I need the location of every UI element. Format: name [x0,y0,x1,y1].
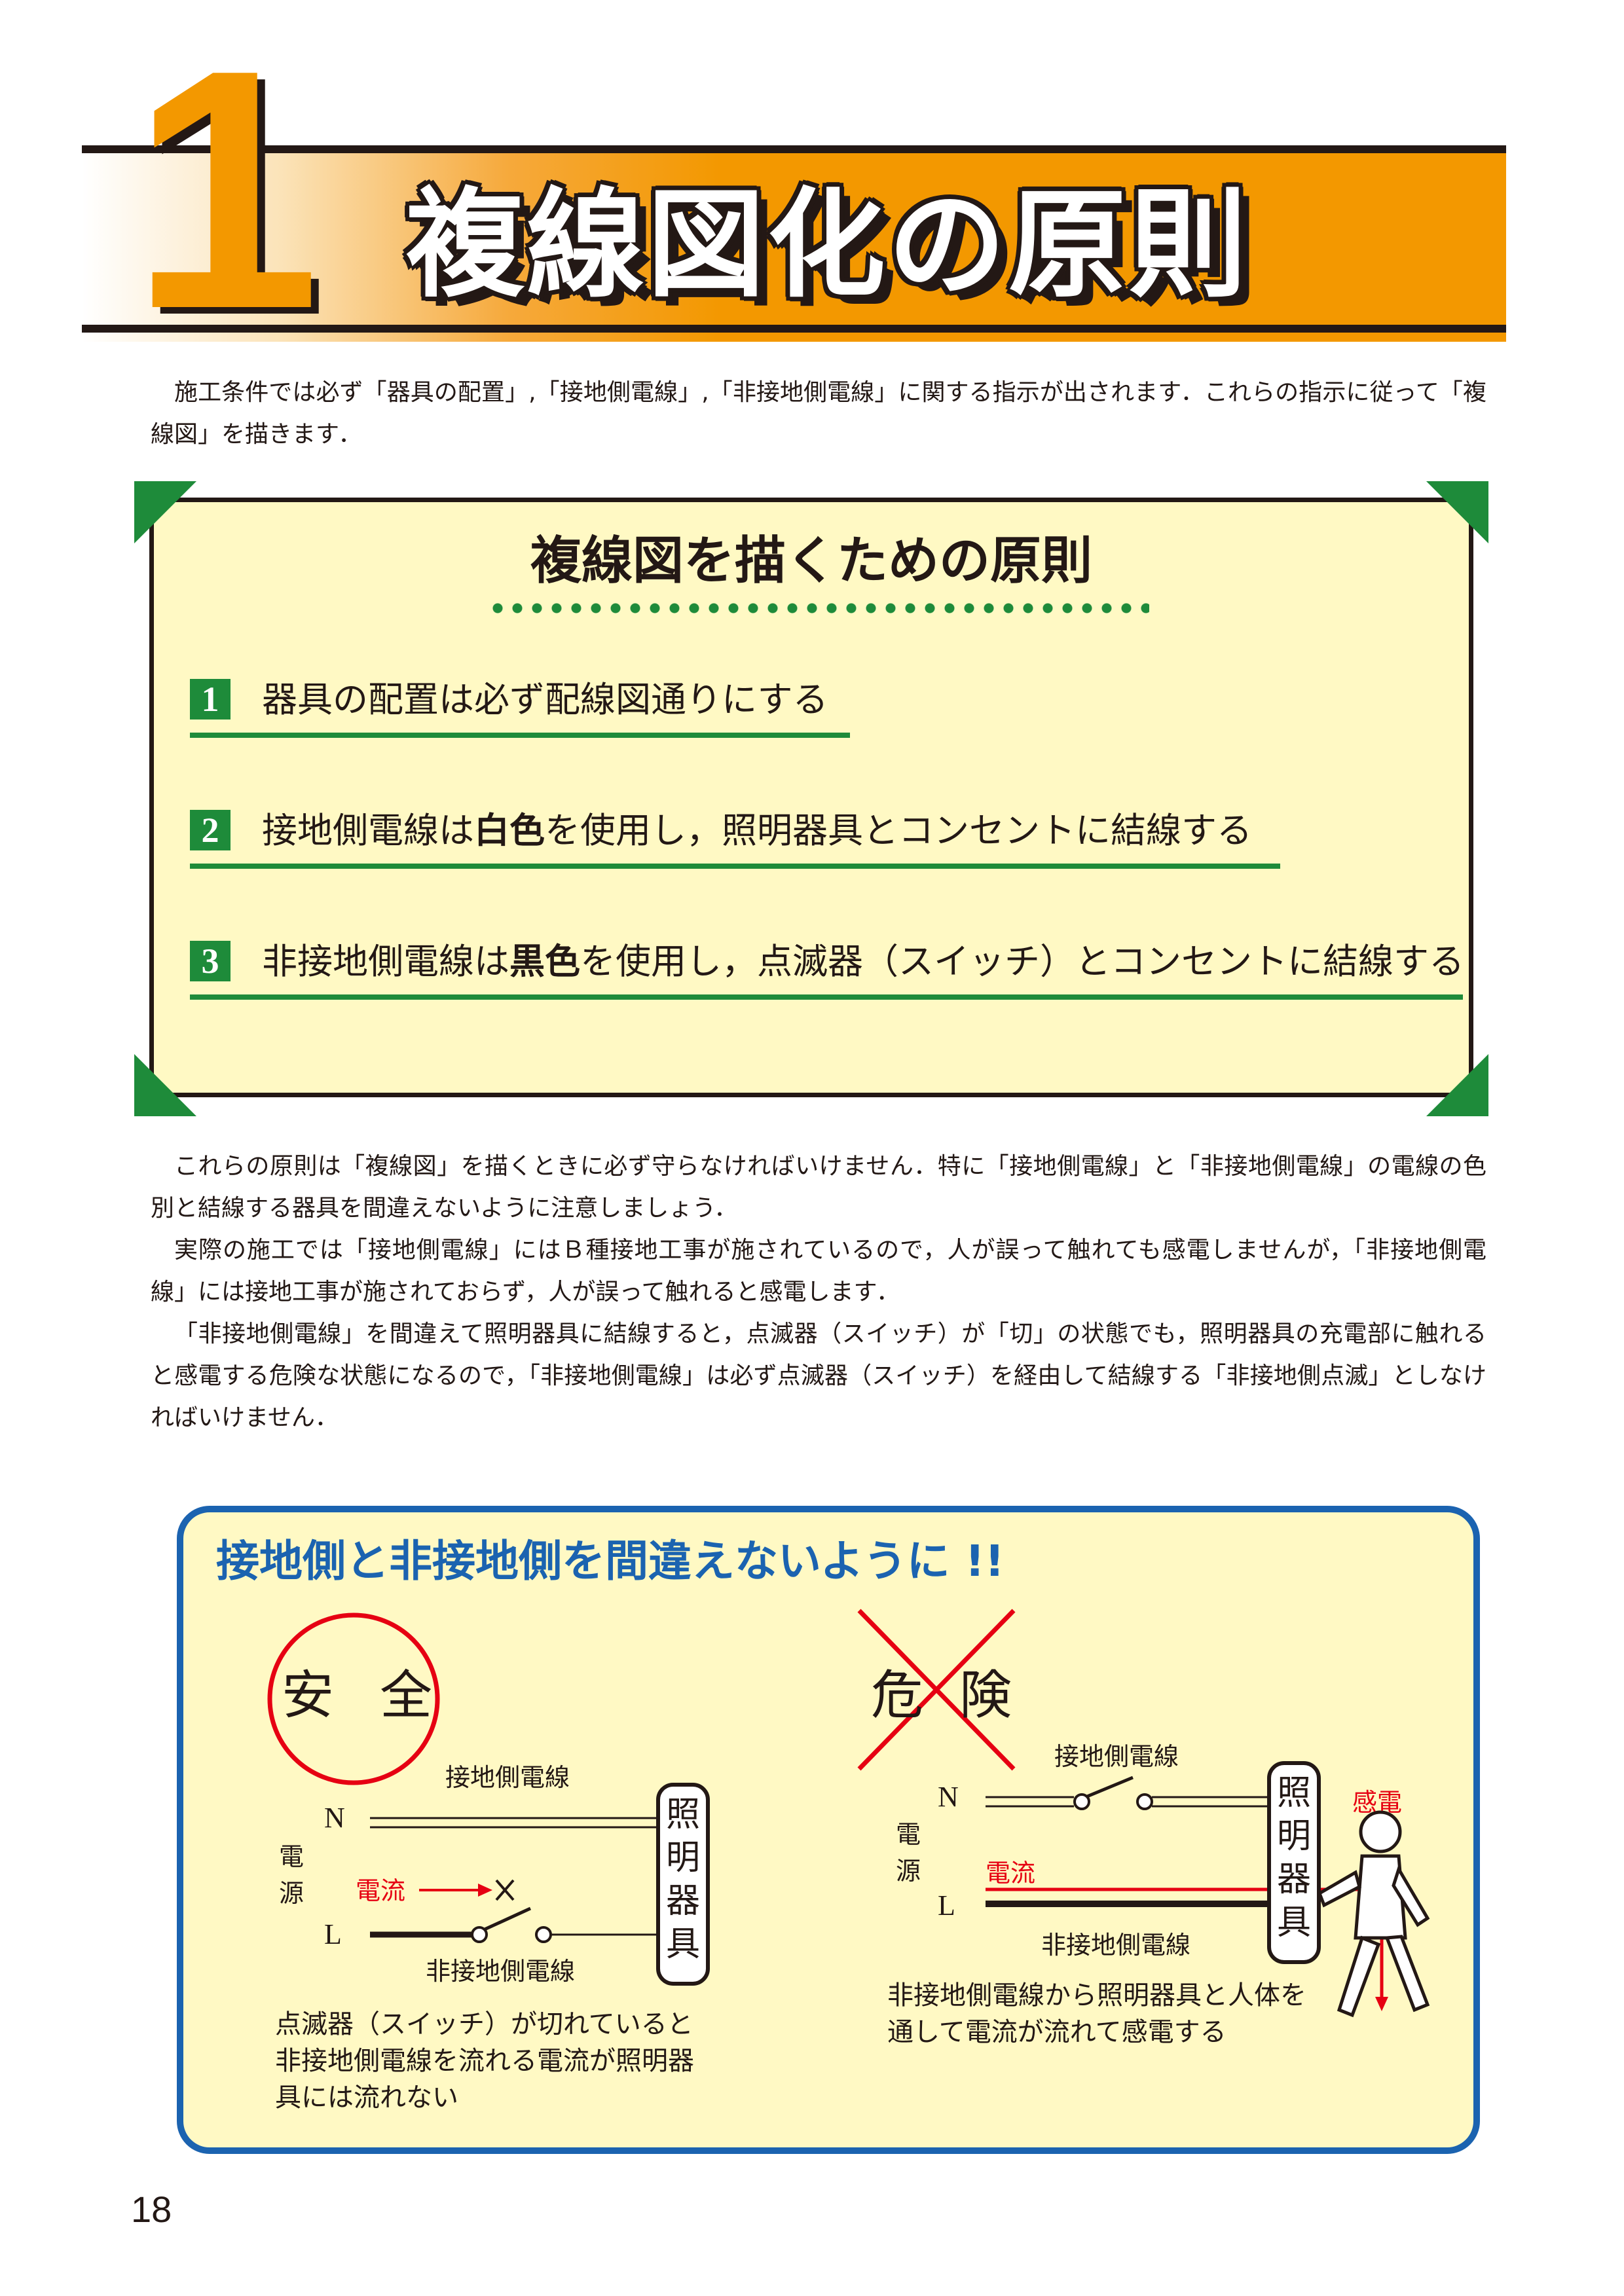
safe-n-label: N [324,1802,345,1834]
intro-paragraph: 施工条件では必ず「器具の配置」,「接地側電線」,「非接地側電線」に関する指示が出… [151,372,1486,456]
header-rule-top [82,145,1506,153]
body-paragraph: これらの原則は「複線図」を描くときに必ず守らなければいけません．特に「接地側電線… [151,1153,1486,1222]
safe-heading-2: 全 [380,1665,432,1726]
body-paragraph: 「非接地側電線」を間違えて照明器具に結線すると，点滅器（スイッチ）が「切」の状態… [151,1321,1486,1431]
principle-number: 3 [190,941,231,981]
safe-switch-lever [483,1906,532,1931]
chapter-title: 複線図化の原則 [406,177,1250,314]
safe-description: 点滅器（スイッチ）が切れていると 非接地側電線を流れる電流が照明器 具には流れな… [275,2009,694,2113]
principle-text: 器具の配置は必ず配線図通りにする [262,679,828,720]
safe-l-label: L [324,1918,342,1950]
safe-diagram [267,1609,1430,2018]
principle-underline [190,994,1463,1000]
safe-current-label: 電流 [356,1876,406,1905]
danger-light-fixture: 照明器具 [1267,1761,1321,1964]
safe-heading-1: 安 [282,1665,334,1726]
principles-title: 複線図を描くための原則 [530,532,1092,591]
body-paragraph: 実際の施工では「接地側電線」にはＢ種接地工事が施されているので，人が誤って触れて… [151,1237,1486,1305]
page-number: 18 [131,2189,172,2230]
chapter-number: 1 [131,0,321,380]
safe-grounded-label: 接地側電線 [445,1763,570,1792]
dotted-divider [488,602,1149,615]
safe-ungrounded-label: 非接地側電線 [426,1957,576,1986]
corner-triangle [1426,1054,1488,1116]
danger-current-label: 電流 [986,1859,1036,1887]
principle-text: 非接地側電線は黒色を使用し，点滅器（スイッチ）とコンセントに結線する [262,941,1464,982]
safe-source-label: 電源 [278,1842,304,1908]
caution-box: 接地側と非接地側を間違えないように !! [177,1506,1480,2154]
danger-switch-lever [1086,1776,1134,1798]
danger-description: 非接地側電線から照明器具と人体を 通して電流が流れて感電する [887,1980,1306,2047]
person-figure [1317,1810,1430,2018]
danger-switch-contact [1073,1793,1090,1810]
chapter-header-band [82,145,1506,342]
corner-triangle [134,1054,196,1116]
color-black-emphasis: 黒色 [509,941,580,982]
safe-circle-mark [267,1613,440,1785]
intro-text: 施工条件では必ず「器具の配置」,「接地側電線」,「非接地側電線」に関する指示が出… [151,379,1486,448]
safe-switch-contact [471,1926,488,1943]
danger-heading-2: 険 [959,1665,1012,1726]
danger-ungrounded-label: 非接地側電線 [1041,1931,1191,1959]
header-rule-bottom [82,325,1506,333]
principles-box: 複線図を描くための原則 1 器具の配置は必ず配線図通りにする 2 接地側電線は白… [149,498,1473,1097]
principle-underline [190,733,850,738]
corner-triangle [1426,481,1488,543]
danger-l-label: L [938,1889,955,1922]
shock-label: 感電 [1352,1788,1403,1817]
danger-grounded-label: 接地側電線 [1054,1742,1179,1771]
danger-n-label: N [938,1781,959,1813]
danger-heading-1: 危 [871,1665,923,1726]
corner-triangle [134,481,196,543]
caution-title: 接地側と非接地側を間違えないように !! [216,1536,1005,1586]
principle-text: 接地側電線は白色を使用し，照明器具とコンセントに結線する [262,810,1252,851]
principle-underline [190,864,1280,869]
principle-number: 1 [190,679,231,720]
danger-source-label: 電源 [895,1820,921,1886]
color-white-emphasis: 白色 [474,810,545,851]
body-paragraphs: これらの原則は「複線図」を描くときに必ず守らなければいけません．特に「接地側電線… [151,1146,1486,1439]
safe-light-fixture: 照明器具 [656,1783,710,1986]
principle-number: 2 [190,810,231,850]
